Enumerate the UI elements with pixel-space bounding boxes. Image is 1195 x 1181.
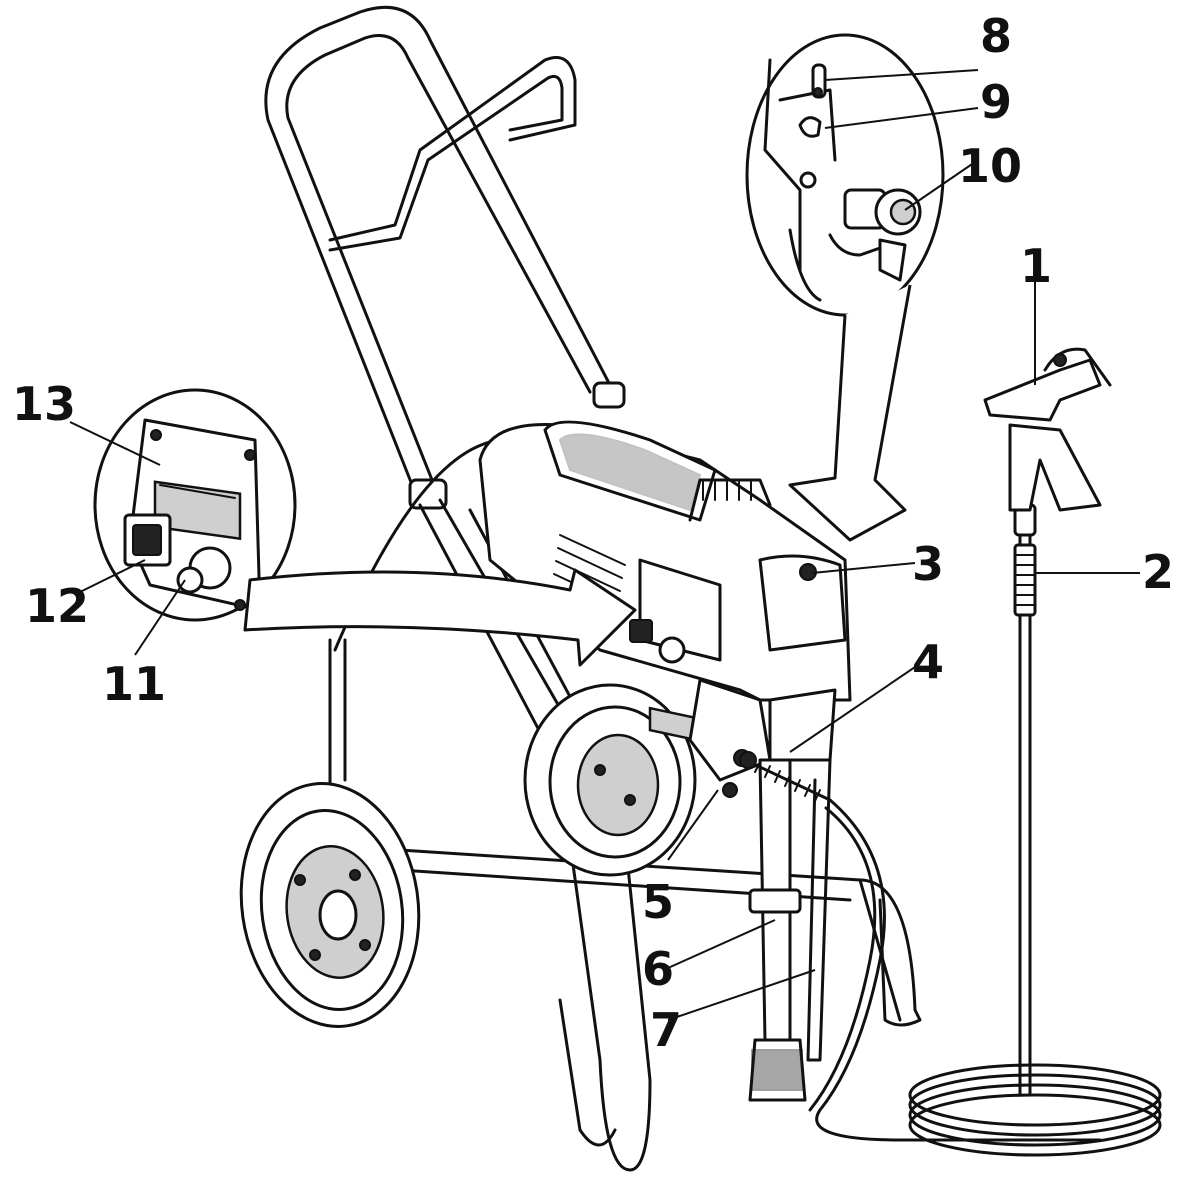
callout-2: 2 <box>1142 545 1174 599</box>
callout-6: 6 <box>642 942 674 996</box>
right-wheel <box>523 683 697 877</box>
callout-11: 11 <box>102 657 166 711</box>
detail-arrow-top <box>788 284 912 542</box>
callout-4: 4 <box>912 635 944 689</box>
callout-9: 9 <box>980 75 1012 129</box>
paint-hose <box>808 798 1162 1157</box>
callout-labels: 1 2 3 4 5 6 7 8 9 10 11 12 13 <box>12 9 1174 1057</box>
callout-13: 13 <box>12 377 76 431</box>
callout-5: 5 <box>642 875 674 929</box>
detail-circle-panel <box>93 388 297 622</box>
leader-lines <box>69 69 1140 1021</box>
callout-10: 10 <box>958 139 1022 193</box>
detail-circle-valves <box>745 33 945 317</box>
hose-connector <box>739 751 832 802</box>
callout-8: 8 <box>980 9 1012 63</box>
left-wheel <box>239 782 421 1028</box>
callout-7: 7 <box>650 1003 682 1057</box>
callout-1: 1 <box>1020 239 1052 293</box>
suction-tube <box>748 758 832 1102</box>
callout-12: 12 <box>25 579 89 633</box>
detail-arrow-left <box>243 568 637 667</box>
spray-gun <box>983 347 1112 1097</box>
callout-3: 3 <box>912 537 944 591</box>
motor-housing <box>478 420 852 798</box>
